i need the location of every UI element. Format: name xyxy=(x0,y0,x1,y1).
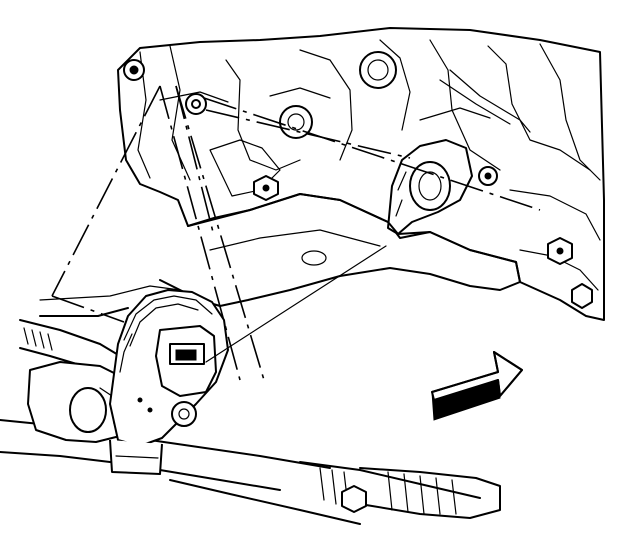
engine-bolt-far-right xyxy=(571,283,593,309)
phantom-callout-lines xyxy=(51,85,541,381)
engine-bolt-lower-right xyxy=(547,237,573,265)
engine-bolt-upper xyxy=(185,93,207,115)
frame-bolt-lower-right xyxy=(341,485,367,513)
arrow-right-icon xyxy=(431,351,523,421)
frame-mount-bracket xyxy=(27,361,131,443)
alignment-line xyxy=(205,245,387,363)
engine-side-bracket xyxy=(387,139,473,235)
engine-mount xyxy=(109,289,229,475)
engine-bolt-left-lower xyxy=(253,175,279,201)
engine-bolt-right xyxy=(478,166,498,186)
engine-bolt-upper-left xyxy=(123,59,145,81)
engine-boss-round-right xyxy=(359,51,397,89)
subframe-crossmember xyxy=(39,193,521,317)
